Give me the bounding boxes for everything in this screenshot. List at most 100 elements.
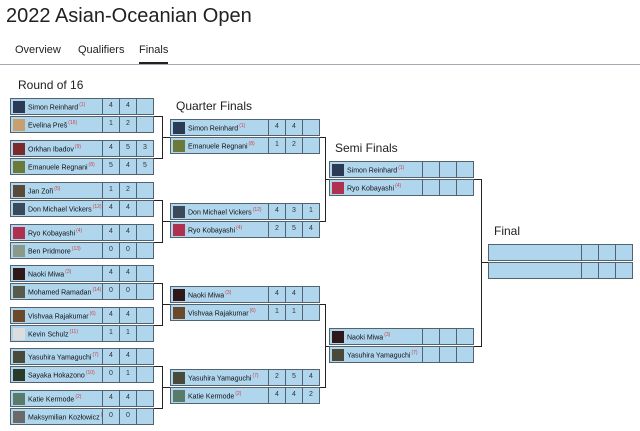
bracket-connector <box>154 325 162 326</box>
score-cell <box>422 161 439 178</box>
player-name[interactable]: Kevin Schulz(11) <box>28 329 102 338</box>
score-cell: 4 <box>119 158 136 175</box>
bracket-connector <box>154 408 162 409</box>
score-cell <box>136 283 153 300</box>
player-name[interactable]: Don Michael Vickers(12) <box>188 207 268 216</box>
player-row[interactable] <box>488 262 633 279</box>
player-name-text: Simon Reinhard <box>347 167 398 175</box>
player-row[interactable]: Simon Reinhard(1) <box>329 161 474 178</box>
player-name-text: Simon Reinhard <box>28 104 79 112</box>
player-name[interactable]: Ryo Kobayashi(4) <box>188 225 268 234</box>
player-avatar <box>13 267 25 280</box>
player-name[interactable]: Emanuele Regnani(8) <box>188 141 268 150</box>
seed-label: (16) <box>68 119 78 126</box>
player-name[interactable]: Vishvaa Rajakumar(6) <box>188 308 268 317</box>
player-name[interactable]: Vishvaa Rajakumar(6) <box>28 311 102 320</box>
player-avatar <box>13 244 25 257</box>
player-avatar <box>13 350 25 363</box>
player-row[interactable]: Naoki Miwa(3) <box>329 328 474 345</box>
score-cell <box>439 179 456 196</box>
seed-label: (12) <box>252 206 262 213</box>
seed-label: (8) <box>88 161 95 168</box>
tab-finals[interactable]: Finals <box>139 44 169 64</box>
score-cell <box>456 161 473 178</box>
player-name-text: Sayaka Hokazono <box>28 372 85 380</box>
player-name[interactable]: Ryo Kobayashi(4) <box>347 183 422 192</box>
player-name-text: Evelina Preš <box>28 122 68 130</box>
player-name[interactable]: Katie Kermode(2) <box>28 394 102 403</box>
player-name-text: Naoki Miwa <box>28 271 65 279</box>
player-name[interactable]: Jan Zoři(5) <box>28 186 102 195</box>
seed-label: (2) <box>75 393 82 400</box>
player-name[interactable]: Yasuhira Yamaguchi(7) <box>347 350 422 359</box>
player-name[interactable]: Orkhan Ibadov(9) <box>28 144 102 153</box>
player-name-text: Katie Kermode <box>28 396 75 404</box>
player-name[interactable]: Sayaka Hokazono(10) <box>28 370 102 379</box>
player-name[interactable]: Ben Pridmore(13) <box>28 246 102 255</box>
player-name-text: Emanuele Regnani <box>188 143 248 151</box>
bracket-connector <box>481 262 488 263</box>
player-name[interactable]: Naoki Miwa(3) <box>28 269 102 278</box>
score-cell: 5 <box>285 369 302 386</box>
round-label-r16: Round of 16 <box>18 78 84 92</box>
score-cell <box>422 346 439 363</box>
player-name-text: Ryo Kobayashi <box>347 185 395 193</box>
player-avatar <box>13 202 25 215</box>
player-name[interactable]: Emanuele Regnani(8) <box>28 162 102 171</box>
player-name-text: Mohamed Ramadan <box>28 289 92 297</box>
score-cell: 4 <box>119 224 136 241</box>
player-name[interactable]: Yasuhira Yamaguchi(7) <box>28 352 102 361</box>
score-cell <box>136 408 153 425</box>
bracket-connector <box>162 387 170 388</box>
player-name[interactable]: Naoki Miwa(3) <box>347 332 422 341</box>
player-name[interactable]: Naoki Miwa(3) <box>188 290 268 299</box>
player-row[interactable]: Maksymilian Kozłowicz(15)00 <box>10 408 154 425</box>
tab-overview[interactable]: Overview <box>15 44 61 56</box>
player-name[interactable]: Yasuhira Yamaguchi(7) <box>188 373 268 382</box>
player-name-text: Ryo Kobayashi <box>28 230 76 238</box>
player-name[interactable]: Maksymilian Kozłowicz(15) <box>28 412 102 421</box>
player-avatar <box>173 139 185 152</box>
score-cell <box>136 325 153 342</box>
player-name[interactable]: Simon Reinhard(1) <box>347 165 422 174</box>
score-cell <box>136 265 153 282</box>
player-name[interactable]: Don Michael Vickers(12) <box>28 204 102 213</box>
player-name-text: Kevin Schulz <box>28 331 69 339</box>
player-name-text: Jan Zoři <box>28 188 54 196</box>
score-cell <box>136 98 153 115</box>
player-name[interactable]: Simon Reinhard(1) <box>188 123 268 132</box>
player-name[interactable]: Simon Reinhard(1) <box>28 102 102 111</box>
tab-qualifiers[interactable]: Qualifiers <box>78 44 125 56</box>
player-row[interactable]: Yasuhira Yamaguchi(7) <box>329 346 474 363</box>
score-cell: 4 <box>102 98 119 115</box>
player-row[interactable]: Ryo Kobayashi(4) <box>329 179 474 196</box>
player-name[interactable]: Evelina Preš(16) <box>28 120 102 129</box>
player-name[interactable]: Katie Kermode(2) <box>188 391 268 400</box>
player-name[interactable]: Mohamed Ramadan(14) <box>28 287 102 296</box>
player-name[interactable]: Ryo Kobayashi(4) <box>28 228 102 237</box>
player-row[interactable] <box>488 244 633 261</box>
